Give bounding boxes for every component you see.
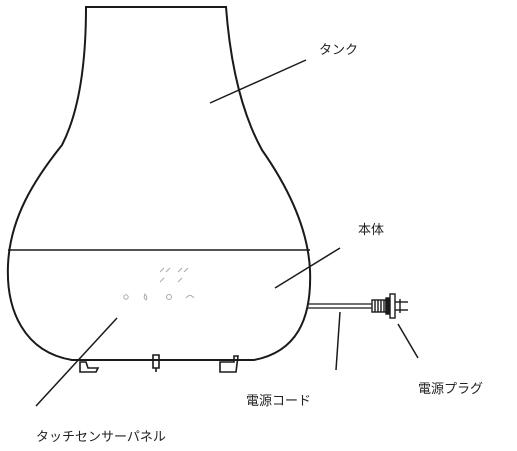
power-plug-leader	[397, 323, 419, 359]
touch-panel-label: タッチセンサーパネル	[36, 430, 166, 445]
touch-panel-marks	[123, 267, 195, 301]
touch-panel-leader	[35, 317, 118, 407]
body-leader	[274, 247, 341, 289]
humidifier-outline	[6, 6, 312, 361]
leader-lines	[35, 59, 419, 407]
tank-leader	[209, 59, 307, 104]
body-label: 本体	[358, 223, 385, 238]
power-cord-label: 電源コード	[246, 394, 312, 409]
feet	[79, 354, 239, 373]
power-plug-drawing	[371, 293, 408, 319]
power-plug-label: 電源プラグ	[418, 382, 484, 397]
power-cord-leader	[335, 311, 341, 371]
tank-label: タンク	[319, 43, 359, 58]
power-cord	[308, 303, 372, 309]
